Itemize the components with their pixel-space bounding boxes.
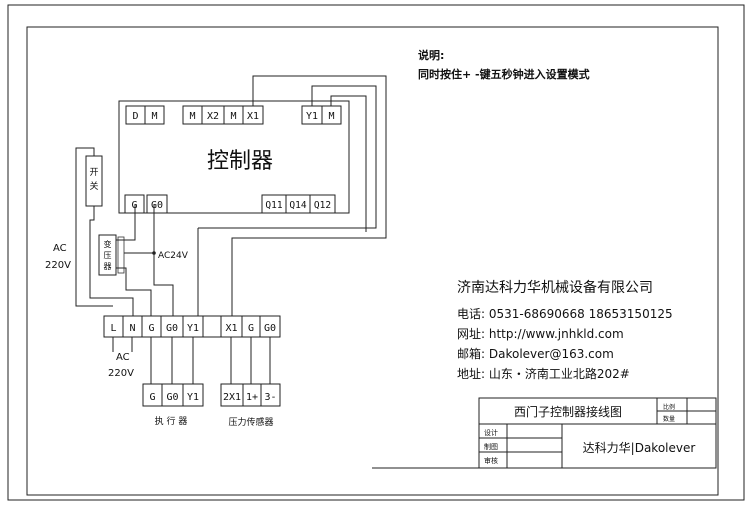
- terminal-box: [144, 105, 165, 125]
- terminal-label: Y1: [306, 111, 318, 122]
- scale-label: 比例: [663, 403, 675, 411]
- terminal-label: G: [149, 392, 155, 403]
- top-wires: [198, 75, 387, 316]
- controller-label: 控制器: [207, 149, 273, 174]
- terminal-label: G0: [151, 200, 163, 211]
- title-block: 西门子控制器接线图 比例 数量 设计 制图 审核 达科力华|Dakolever: [372, 397, 717, 469]
- actuator-label: 执 行 器: [155, 415, 188, 427]
- terminal-label: Q12: [314, 200, 331, 211]
- ac24v-label: AC24V: [158, 251, 189, 261]
- output-wires: [150, 337, 271, 384]
- company-phone: 电话: 0531-68690668 18653150125: [457, 307, 673, 321]
- terminal-label: L: [110, 323, 116, 334]
- controller-bottom-terminals: G G0 Q11 Q14 Q12: [124, 194, 336, 214]
- drawing-title: 西门子控制器接线图: [514, 404, 622, 419]
- controller-top-terminals: D M M X2 M X1 Y1 M: [125, 105, 342, 125]
- terminal-label: 2X1: [223, 392, 241, 403]
- terminal-label: D: [132, 111, 138, 122]
- terminal-box: [260, 383, 281, 407]
- power-wires: [75, 147, 199, 316]
- quantity-label: 数量: [663, 415, 675, 423]
- title-block-frame: [478, 397, 717, 469]
- terminal-label: X1: [225, 323, 237, 334]
- note-title: 说明:: [418, 48, 444, 62]
- switch-box: [85, 155, 103, 207]
- brand-label: 达科力华|Dakolever: [583, 441, 696, 455]
- design-label: 设计: [484, 428, 498, 437]
- terminal-label: M: [189, 111, 195, 122]
- outer-frame: [7, 4, 745, 501]
- company-address: 地址: 山东・济南工业北路202#: [457, 366, 630, 381]
- actuator: G G0 Y1 执 行 器: [142, 383, 204, 427]
- terminal-spacer: [202, 315, 222, 338]
- ac-voltage-label: 220V: [45, 260, 71, 271]
- terminal-label: Y1: [187, 392, 199, 403]
- controller-box: [118, 100, 350, 214]
- company-name: 济南达科力华机械设备有限公司: [457, 279, 653, 296]
- company-website: 网址: http://www.jnhkld.com: [457, 327, 624, 341]
- ac-label: AC: [116, 352, 130, 363]
- switch-label: 关: [89, 180, 98, 192]
- note-text: 同时按住+ -键五秒钟进入设置模式: [418, 67, 590, 81]
- terminal-label: G0: [264, 323, 276, 334]
- transformer-label: 压: [104, 251, 112, 260]
- terminal-label: M: [230, 111, 236, 122]
- review-label: 审核: [484, 456, 498, 465]
- transformer-core: [117, 236, 125, 274]
- ac-label: AC: [53, 243, 67, 254]
- terminal-label: Q11: [265, 200, 282, 211]
- terminal-label: Y1: [187, 323, 199, 334]
- transformer-label: 器: [104, 262, 112, 271]
- terminal-label: G0: [166, 323, 178, 334]
- ac-voltage-label: 220V: [108, 368, 134, 379]
- company-info: 济南达科力华机械设备有限公司 电话: 0531-68690668 1865315…: [457, 279, 673, 381]
- drafting-label: 制图: [484, 442, 498, 451]
- terminal-label: X2: [207, 111, 219, 122]
- terminal-label: G: [148, 323, 154, 334]
- transformer-box: [98, 234, 117, 276]
- pressure-sensor: 2X1 1+ 3- 压力传感器: [220, 383, 281, 428]
- terminal-label: X1: [247, 111, 259, 122]
- terminal-label: 1+: [246, 392, 258, 403]
- terminal-label: G0: [166, 392, 178, 403]
- main-terminal-strip: L N G G0 Y1 X1 G G0: [103, 315, 281, 338]
- switch-label: 开: [89, 167, 98, 178]
- terminal-label: M: [151, 111, 157, 122]
- terminal-label: G: [248, 323, 254, 334]
- terminal-label: M: [328, 111, 334, 122]
- terminal-box: [146, 194, 168, 214]
- transformer-label: 变: [104, 239, 112, 249]
- pressure-sensor-label: 压力传感器: [228, 416, 273, 428]
- terminal-box: [182, 383, 204, 407]
- terminal-label: N: [129, 323, 135, 334]
- terminal-label: 3-: [264, 392, 276, 403]
- terminal-box: [309, 194, 336, 214]
- company-email: 邮箱: Dakolever@163.com: [457, 346, 614, 361]
- inner-frame: [26, 26, 719, 496]
- terminal-label: Q14: [289, 200, 306, 211]
